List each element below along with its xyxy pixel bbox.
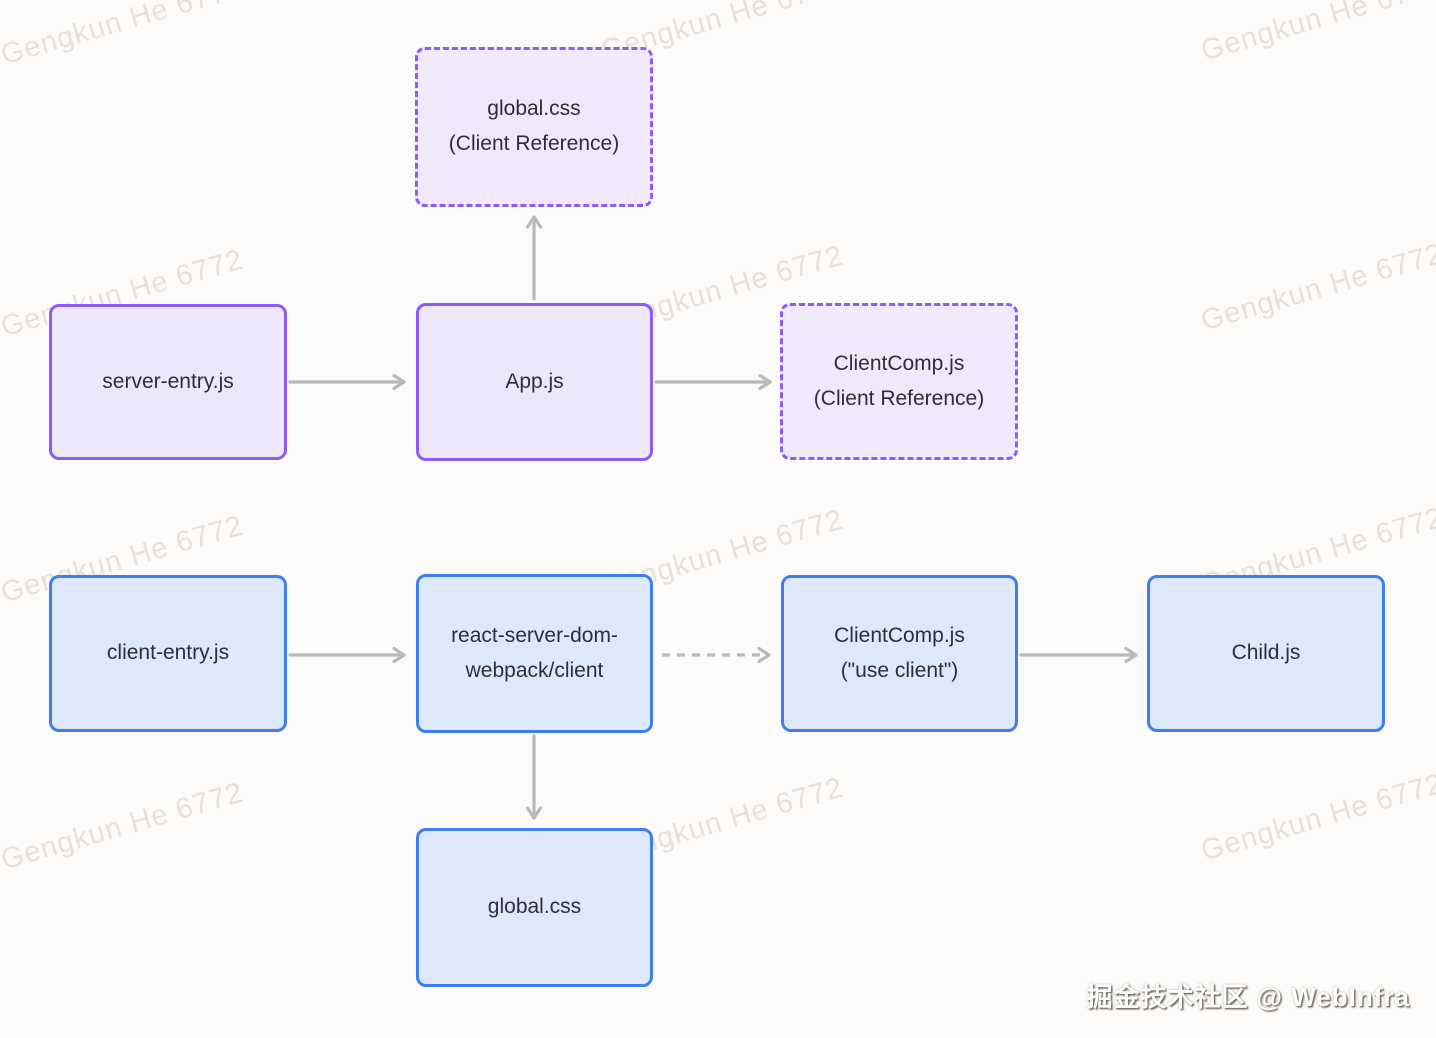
branding-watermark: 掘金技术社区 @ WebInfra <box>1086 982 1410 1012</box>
node-label-line: Child.js <box>1231 641 1301 665</box>
node-label-line: global.css <box>487 895 582 919</box>
node-label-line: (Client Reference) <box>448 132 620 155</box>
node-label-line: client-entry.js <box>106 641 230 665</box>
node-label-line: webpack/client <box>465 658 604 682</box>
node-clientcomp-js-use-client: ClientComp.js ("use client") <box>781 575 1018 732</box>
node-label-line: ClientComp.js <box>834 623 965 647</box>
diagonal-watermark-text: Gengkun He 6772 <box>0 776 247 877</box>
diagonal-watermark-text: Gengkun He 6772 <box>0 0 247 72</box>
node-react-server-dom-webpack-client: react-server-dom- webpack/client <box>416 574 653 733</box>
node-child-js: Child.js <box>1147 575 1385 732</box>
node-label: server-entry.js <box>102 365 233 400</box>
node-label: react-server-dom- webpack/client <box>451 619 618 688</box>
node-label: ClientComp.js ("use client") <box>834 619 965 688</box>
node-label: App.js <box>505 365 563 400</box>
node-label: global.css <box>488 890 581 925</box>
node-client-entry-js: client-entry.js <box>49 575 287 732</box>
node-global-css: global.css <box>416 828 653 987</box>
node-label-line: ("use client") <box>840 658 959 682</box>
node-label-line: server-entry.js <box>102 369 234 393</box>
node-label-line: ClientComp.js <box>833 351 965 375</box>
node-app-js: App.js <box>416 303 653 461</box>
node-label: client-entry.js <box>107 636 229 671</box>
node-label: Child.js <box>1232 636 1301 671</box>
node-label-line: global.css <box>487 97 581 121</box>
diagonal-watermark-text: Gengkun He 6772 <box>1197 0 1436 68</box>
node-label-line: react-server-dom- <box>451 623 618 647</box>
node-global-css-client-reference: global.css (Client Reference) <box>415 47 653 207</box>
node-label-line: (Client Reference) <box>813 386 985 410</box>
diagonal-watermark-text: Gengkun He 6772 <box>1197 237 1436 338</box>
diagonal-watermark-text: Gengkun He 6772 <box>1197 767 1436 868</box>
node-label: ClientComp.js (Client Reference) <box>814 347 984 416</box>
node-clientcomp-js-client-reference: ClientComp.js (Client Reference) <box>780 303 1018 460</box>
node-label: global.css (Client Reference) <box>449 92 619 161</box>
node-server-entry-js: server-entry.js <box>49 304 287 460</box>
node-label-line: App.js <box>505 369 564 393</box>
